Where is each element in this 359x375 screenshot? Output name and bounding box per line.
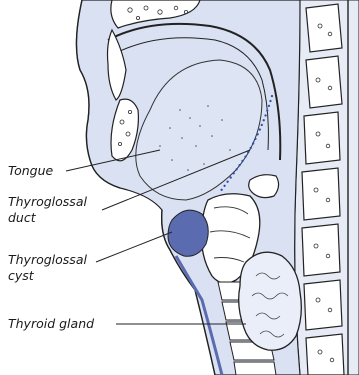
label-thyroglossal-cyst-line1: Thyroglossal	[8, 252, 87, 268]
label-tongue: Tongue	[8, 163, 53, 179]
label-thyroglossal-duct-line2: duct	[8, 210, 36, 226]
label-thyroid-gland: Thyroid gland	[8, 316, 94, 332]
label-thyroglossal-duct-line1: Thyroglossal	[8, 194, 87, 210]
vertebral-column	[302, 4, 344, 375]
leader-cyst	[96, 232, 172, 262]
thyroid-gland-shape	[239, 252, 302, 350]
label-thyroglossal-cyst-line2: cyst	[8, 268, 34, 284]
